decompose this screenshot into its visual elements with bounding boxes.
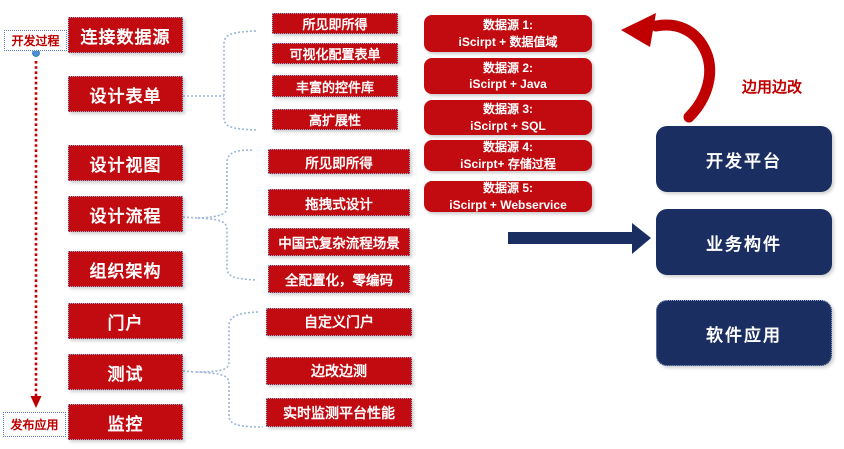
iterate-label: 边用边改 (742, 79, 803, 96)
stage-portal: 门户 (68, 303, 183, 339)
stage-monitor: 监控 (68, 404, 183, 440)
datasource-4-detail: iScirpt+ 存储过程 (460, 156, 556, 171)
datasource-2-detail: iScirpt + Java (469, 77, 547, 91)
label-dev-process: 开发过程 (4, 30, 67, 51)
stage-org-structure: 组织架构 (68, 251, 183, 287)
datasource-5-title: 数据源 5: (482, 181, 533, 196)
datasource-3: 数据源 3: iScirpt + SQL (424, 100, 592, 135)
feature-flow-zerocode: 全配置化，零编码 (268, 265, 410, 293)
feature-form-visual: 可视化配置表单 (272, 43, 398, 64)
brace-flow (182, 149, 258, 281)
feature-test-monitor: 实时监测平台性能 (266, 398, 412, 427)
output-software-app: 软件应用 (656, 300, 832, 366)
feature-flow-dragdrop: 拖拽式设计 (268, 189, 410, 216)
datasource-5-detail: iScirpt + Webservice (449, 197, 567, 212)
label-publish-app: 发布应用 (3, 412, 66, 437)
feature-flow-wysiwyg: 所见即所得 (268, 149, 410, 174)
stage-connect-datasource: 连接数据源 (68, 17, 183, 53)
datasource-1-detail: iScirpt + 数据值域 (458, 34, 558, 49)
datasource-4-title: 数据源 4: (482, 140, 533, 155)
stage-test: 测试 (68, 354, 183, 390)
flow-arrow-icon (508, 223, 651, 254)
stage-design-view: 设计视图 (68, 145, 183, 181)
datasource-1: 数据源 1: iScirpt + 数据值域 (424, 15, 592, 52)
datasource-3-detail: iScirpt + SQL (470, 118, 546, 133)
datasource-3-title: 数据源 3: (482, 102, 533, 117)
stage-design-form: 设计表单 (68, 76, 183, 112)
timeline-arrow-icon (30, 396, 42, 408)
datasource-5: 数据源 5: iScirpt + Webservice (424, 181, 592, 212)
feature-test-iterate: 边改边测 (266, 357, 412, 385)
output-dev-platform: 开发平台 (656, 126, 832, 192)
brace-form (183, 30, 257, 131)
feature-flow-complex: 中国式复杂流程场景 (268, 228, 410, 256)
iterate-arrow-icon (621, 13, 716, 123)
feature-form-wysiwyg: 所见即所得 (272, 13, 398, 34)
brace-test (182, 311, 264, 428)
stage-design-flow: 设计流程 (68, 196, 183, 232)
feature-form-extensible: 高扩展性 (272, 109, 398, 130)
feature-form-controls: 丰富的控件库 (272, 75, 398, 97)
datasource-1-title: 数据源 1: (482, 18, 533, 33)
datasource-2: 数据源 2: iScirpt + Java (424, 58, 592, 94)
output-business-component: 业务构件 (656, 209, 832, 275)
feature-test-portal: 自定义门户 (266, 308, 412, 336)
datasource-4: 数据源 4: iScirpt+ 存储过程 (424, 140, 592, 171)
datasource-2-title: 数据源 2: (482, 60, 533, 75)
